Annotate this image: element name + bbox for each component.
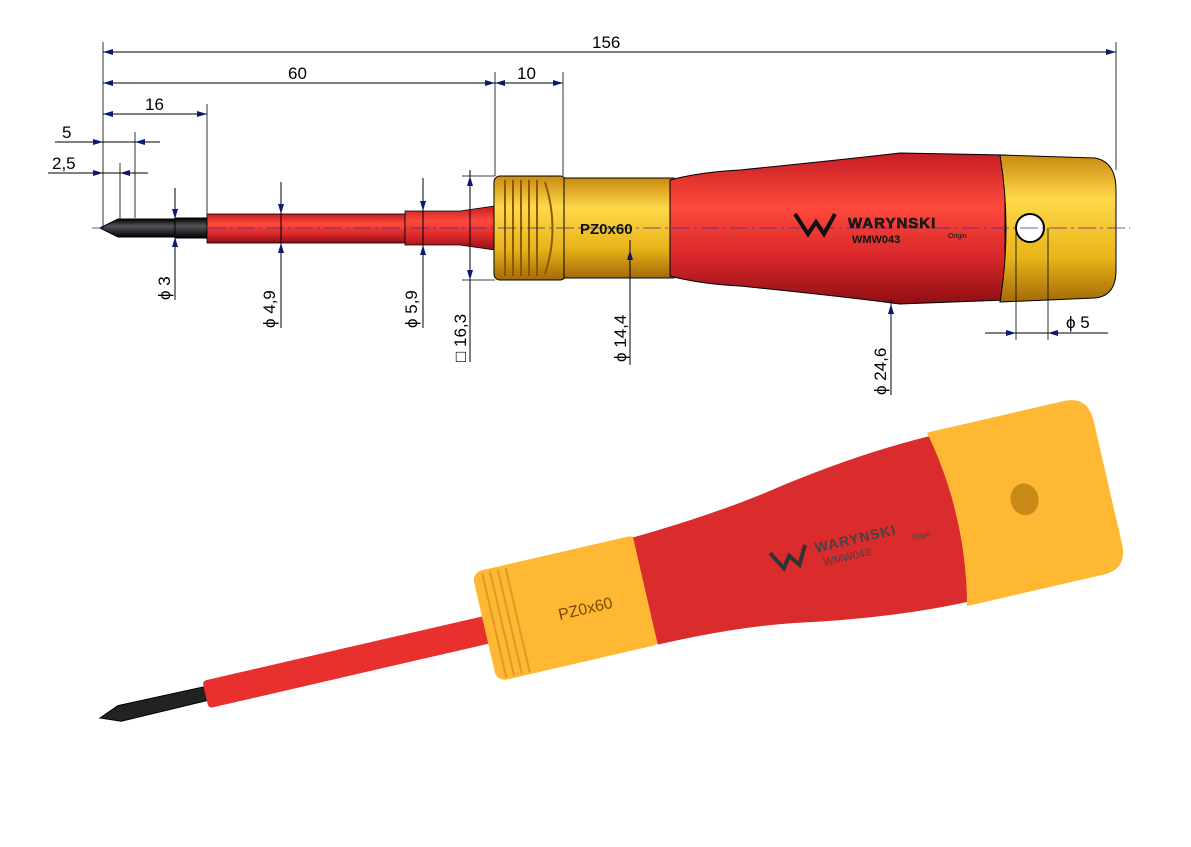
dim-insulation-gap: 16 <box>145 95 164 114</box>
svg-text:WMW043: WMW043 <box>852 234 900 246</box>
dim-tip-5: 5 <box>62 123 71 142</box>
dim-shaft-diameter: ϕ 4,9 <box>260 290 279 328</box>
dim-total-length: 156 <box>592 33 620 52</box>
handle-3d <box>633 434 976 645</box>
dim-collar-length: 10 <box>517 64 536 83</box>
svg-text:Origin: Origin <box>948 233 967 240</box>
logo-w-icon <box>793 212 837 238</box>
side-view: PZ0x60 WARYNSKI Origin WMW043 <box>92 152 1130 305</box>
dim-tip-diameter: ϕ 3 <box>155 276 174 300</box>
size-label: PZ0x60 <box>580 221 633 238</box>
dim-hole-diameter: ϕ 5 <box>1066 313 1090 332</box>
dim-blade-length: 60 <box>288 64 307 83</box>
svg-text:Origin: Origin <box>912 531 932 542</box>
dim-tip-2-5: 2,5 <box>52 154 76 173</box>
dimensions: 156 60 10 16 5 2,5 ϕ 3 ϕ 4,9 ϕ 5,9 □ 16,… <box>48 33 1117 395</box>
brand-logo: WARYNSKI Origin WMW043 <box>793 212 967 246</box>
dim-shaft-base-diameter: ϕ 5,9 <box>402 290 421 328</box>
svg-text:WARYNSKI: WARYNSKI <box>848 215 936 232</box>
bit-tip-3d <box>98 685 210 722</box>
dim-handle-diameter: ϕ 24,6 <box>871 348 890 395</box>
handle-grip <box>669 152 1006 305</box>
dimension-arrows <box>93 49 1116 336</box>
hanging-hole-3d <box>1010 483 1039 516</box>
dim-collar-square: □ 16,3 <box>451 314 470 362</box>
collar-rings-3d <box>481 567 531 678</box>
perspective-view: PZ0x60 WARYNSKI Origin WMW043 <box>98 400 1124 722</box>
collar-3d <box>473 536 661 680</box>
shaft-3d <box>203 614 501 708</box>
shaft-red <box>206 213 406 244</box>
dim-collar-diameter: ϕ 14,4 <box>611 315 630 362</box>
end-cap <box>999 154 1117 303</box>
